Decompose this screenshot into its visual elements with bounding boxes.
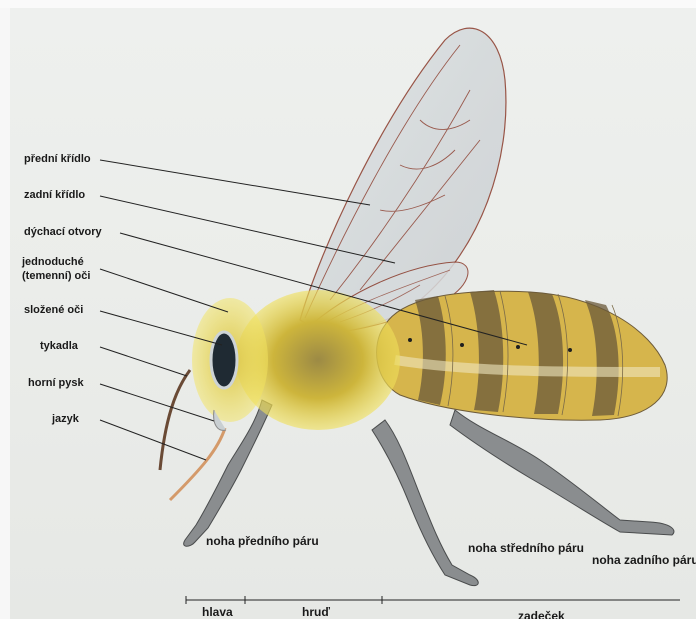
label-ocelli-line1: jednoduché (22, 256, 84, 269)
label-hind-leg: noha zadního páru (592, 554, 696, 567)
compound-eye (211, 332, 237, 388)
segment-head: hlava (202, 605, 233, 619)
label-front-leg: noha předního páru (206, 535, 319, 548)
segment-thorax: hruď (302, 605, 330, 619)
label-middle-leg: noha středního páru (468, 542, 584, 555)
antenna (160, 370, 190, 470)
label-tongue: jazyk (52, 413, 79, 426)
label-hindwing: zadní křídlo (24, 189, 85, 202)
hind-leg (450, 410, 674, 535)
label-compound-eyes: složené oči (24, 304, 83, 317)
segment-bracket (186, 596, 680, 604)
middle-leg (372, 420, 478, 586)
label-antennae: tykadla (40, 340, 78, 353)
segment-abdomen: zadeček (518, 609, 565, 619)
label-labrum: horní pysk (28, 377, 84, 390)
label-forewing: přední křídlo (24, 153, 91, 166)
label-ocelli-line2: (temenní) oči (22, 270, 90, 283)
label-spiracles: dýchací otvory (24, 226, 102, 239)
